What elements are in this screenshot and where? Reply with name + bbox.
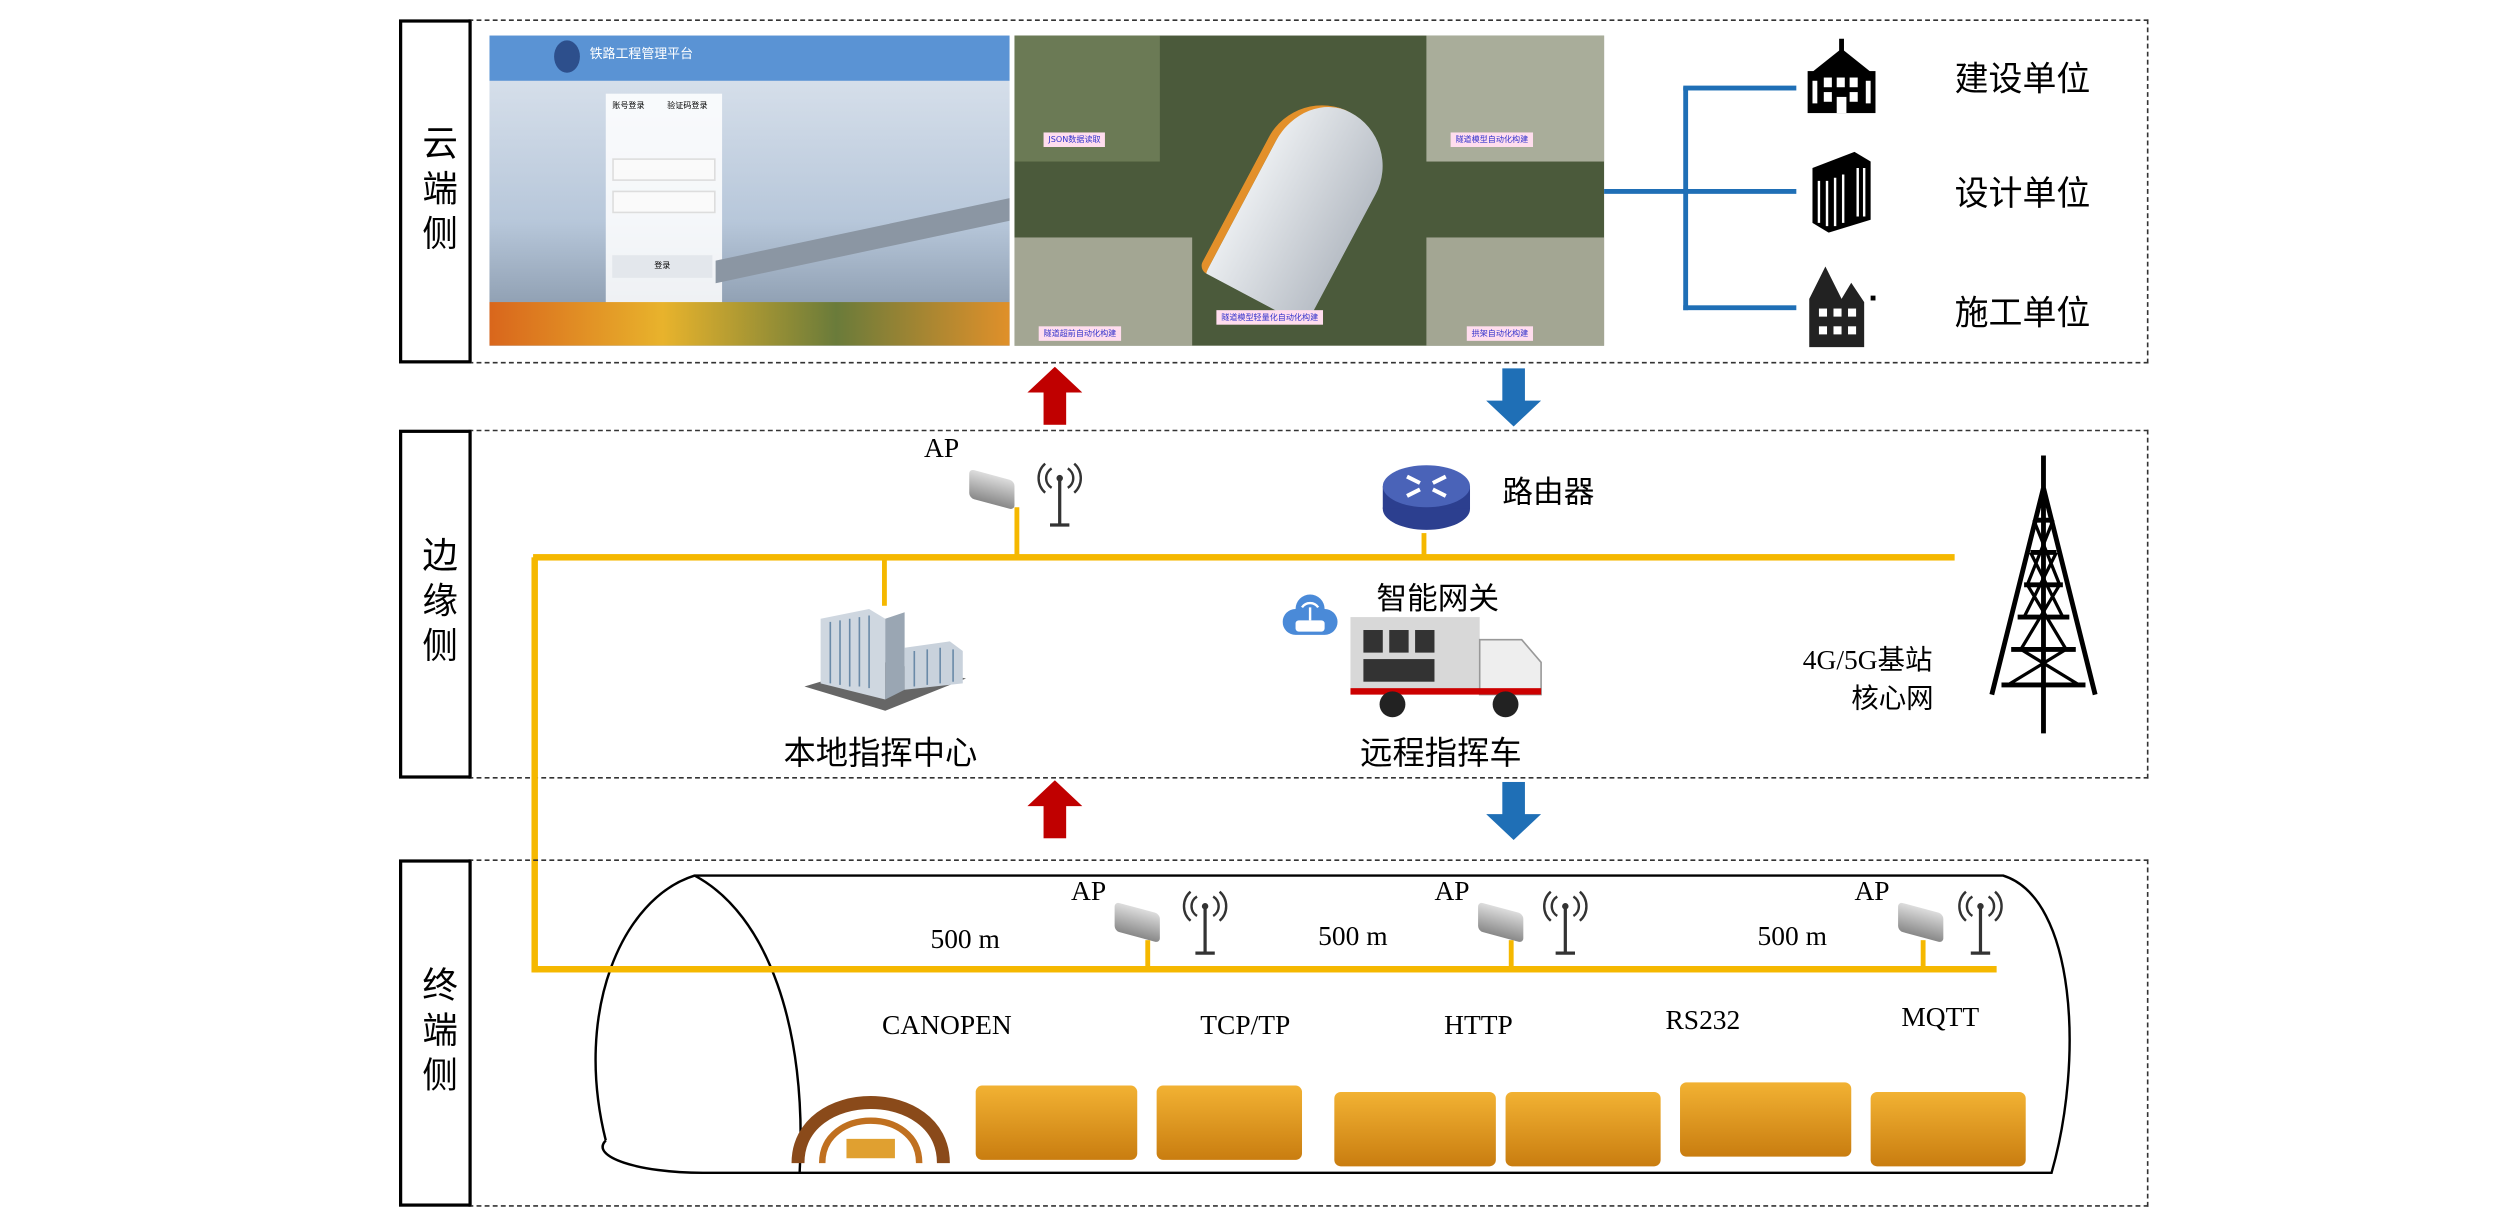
command-center-building	[804, 609, 967, 711]
tree-branch-line	[1683, 305, 1797, 311]
terminal-layer-label: 终端侧	[399, 859, 472, 1207]
tunnel-model-screenshot: JSON数据读取 隧道模型自动化构建 隧道模型轻量化自动化构建 隧道超前自动化构…	[1014, 35, 1605, 346]
terminal-ap-label-1: AP	[1071, 875, 1107, 907]
tab-code[interactable]: 验证码登录	[667, 101, 708, 112]
school-building-icon	[1807, 38, 1876, 114]
excavator-machine	[1505, 1092, 1661, 1167]
ap-drop-line	[1508, 940, 1514, 968]
base-station-label: 4G/5G基站	[1802, 644, 1933, 676]
protocol-rs232: RS232	[1665, 1004, 1741, 1036]
tunnel-3d-model	[1198, 84, 1404, 327]
distance-label-1: 500 m	[930, 924, 1000, 955]
unit-construction-owner: 建设单位	[1954, 59, 2091, 99]
terminal-ap-label-2: AP	[1434, 875, 1470, 907]
arch-installer-machine	[791, 1096, 950, 1164]
caption-lightweight: 隧道模型轻量化自动化构建	[1216, 310, 1324, 325]
login-title: 铁路工程管理平台	[589, 46, 694, 62]
caption-model: 隧道模型自动化构建	[1450, 132, 1534, 148]
edge-bus-line	[533, 554, 1955, 561]
rock-drill-machine	[1334, 1092, 1496, 1167]
tree-branch-line	[1683, 85, 1797, 91]
command-vehicle-label: 远程指挥车	[1360, 733, 1522, 773]
cell-tower-icon	[1989, 455, 2098, 734]
caption-arch: 拱架自动化构建	[1466, 326, 1534, 341]
logo-icon	[554, 40, 580, 73]
login-panel: 账号登录 验证码登录 登录	[605, 93, 723, 337]
flowers-image	[489, 302, 1010, 346]
ap-drop-line	[1145, 940, 1151, 968]
downlink-arrow	[1486, 781, 1542, 841]
terminal-bus-line	[533, 966, 1997, 973]
distance-label-2: 500 m	[1318, 920, 1388, 952]
protocol-http: HTTP	[1444, 1009, 1513, 1041]
antenna-icon	[1182, 890, 1228, 955]
house-icon	[1809, 266, 1876, 348]
ap-drop-line	[1014, 507, 1020, 558]
command-vehicle-image	[1350, 617, 1542, 718]
gateway-label: 智能网关	[1376, 581, 1500, 618]
unit-design: 设计单位	[1954, 174, 2091, 214]
edge-ap-label: AP	[924, 432, 960, 464]
tree-trunk-line	[1604, 189, 1685, 194]
username-input[interactable]	[612, 158, 716, 181]
edge-layer-label: 边缘侧	[399, 429, 472, 779]
tab-account[interactable]: 账号登录	[612, 101, 645, 112]
caption-advance: 隧道超前自动化构建	[1038, 326, 1122, 341]
downlink-arrow	[1486, 368, 1542, 427]
unit-contractor: 施工单位	[1954, 294, 2091, 333]
router-icon	[1382, 465, 1471, 530]
drilling-jumbo-machine	[975, 1085, 1138, 1160]
antenna-icon	[1543, 890, 1588, 955]
uplink-arrow	[1027, 366, 1083, 425]
bridge-image	[715, 198, 1010, 284]
router-label: 路由器	[1502, 474, 1595, 511]
protocol-tcp: TCP/TP	[1200, 1009, 1291, 1041]
shotcrete-machine	[1680, 1082, 1852, 1157]
distance-label-3: 500 m	[1757, 920, 1827, 952]
login-header: 铁路工程管理平台	[489, 35, 1010, 81]
uplink-arrow	[1027, 780, 1083, 839]
tunnel-outline	[594, 874, 2071, 1174]
ap-drop-line	[1920, 940, 1926, 968]
cloud-layer-label: 云端侧	[399, 19, 472, 364]
trunk-vertical-line	[531, 557, 538, 973]
center-drop-line	[882, 557, 887, 606]
terminal-ap-label-3: AP	[1854, 875, 1890, 907]
bolting-rig-machine	[1156, 1085, 1303, 1160]
command-center-label: 本地指挥中心	[783, 733, 978, 773]
core-network-label: 核心网	[1851, 683, 1934, 715]
tree-branch-line	[1683, 189, 1797, 194]
password-input[interactable]	[612, 190, 716, 214]
router-drop-line	[1421, 533, 1427, 558]
login-screenshot: 铁路工程管理平台 账号登录 验证码登录 登录	[489, 35, 1010, 346]
login-button[interactable]: 登录	[612, 255, 713, 278]
tree-vertical-line	[1683, 87, 1689, 311]
office-tower-icon	[1812, 151, 1871, 233]
protocol-canopen: CANOPEN	[882, 1009, 1012, 1041]
mixer-truck-machine	[1870, 1092, 2026, 1167]
antenna-icon	[1958, 890, 2003, 955]
protocol-mqtt: MQTT	[1901, 1001, 1980, 1033]
caption-json: JSON数据读取	[1043, 132, 1106, 148]
gateway-cloud-icon	[1282, 594, 1338, 635]
antenna-icon	[1037, 462, 1082, 527]
